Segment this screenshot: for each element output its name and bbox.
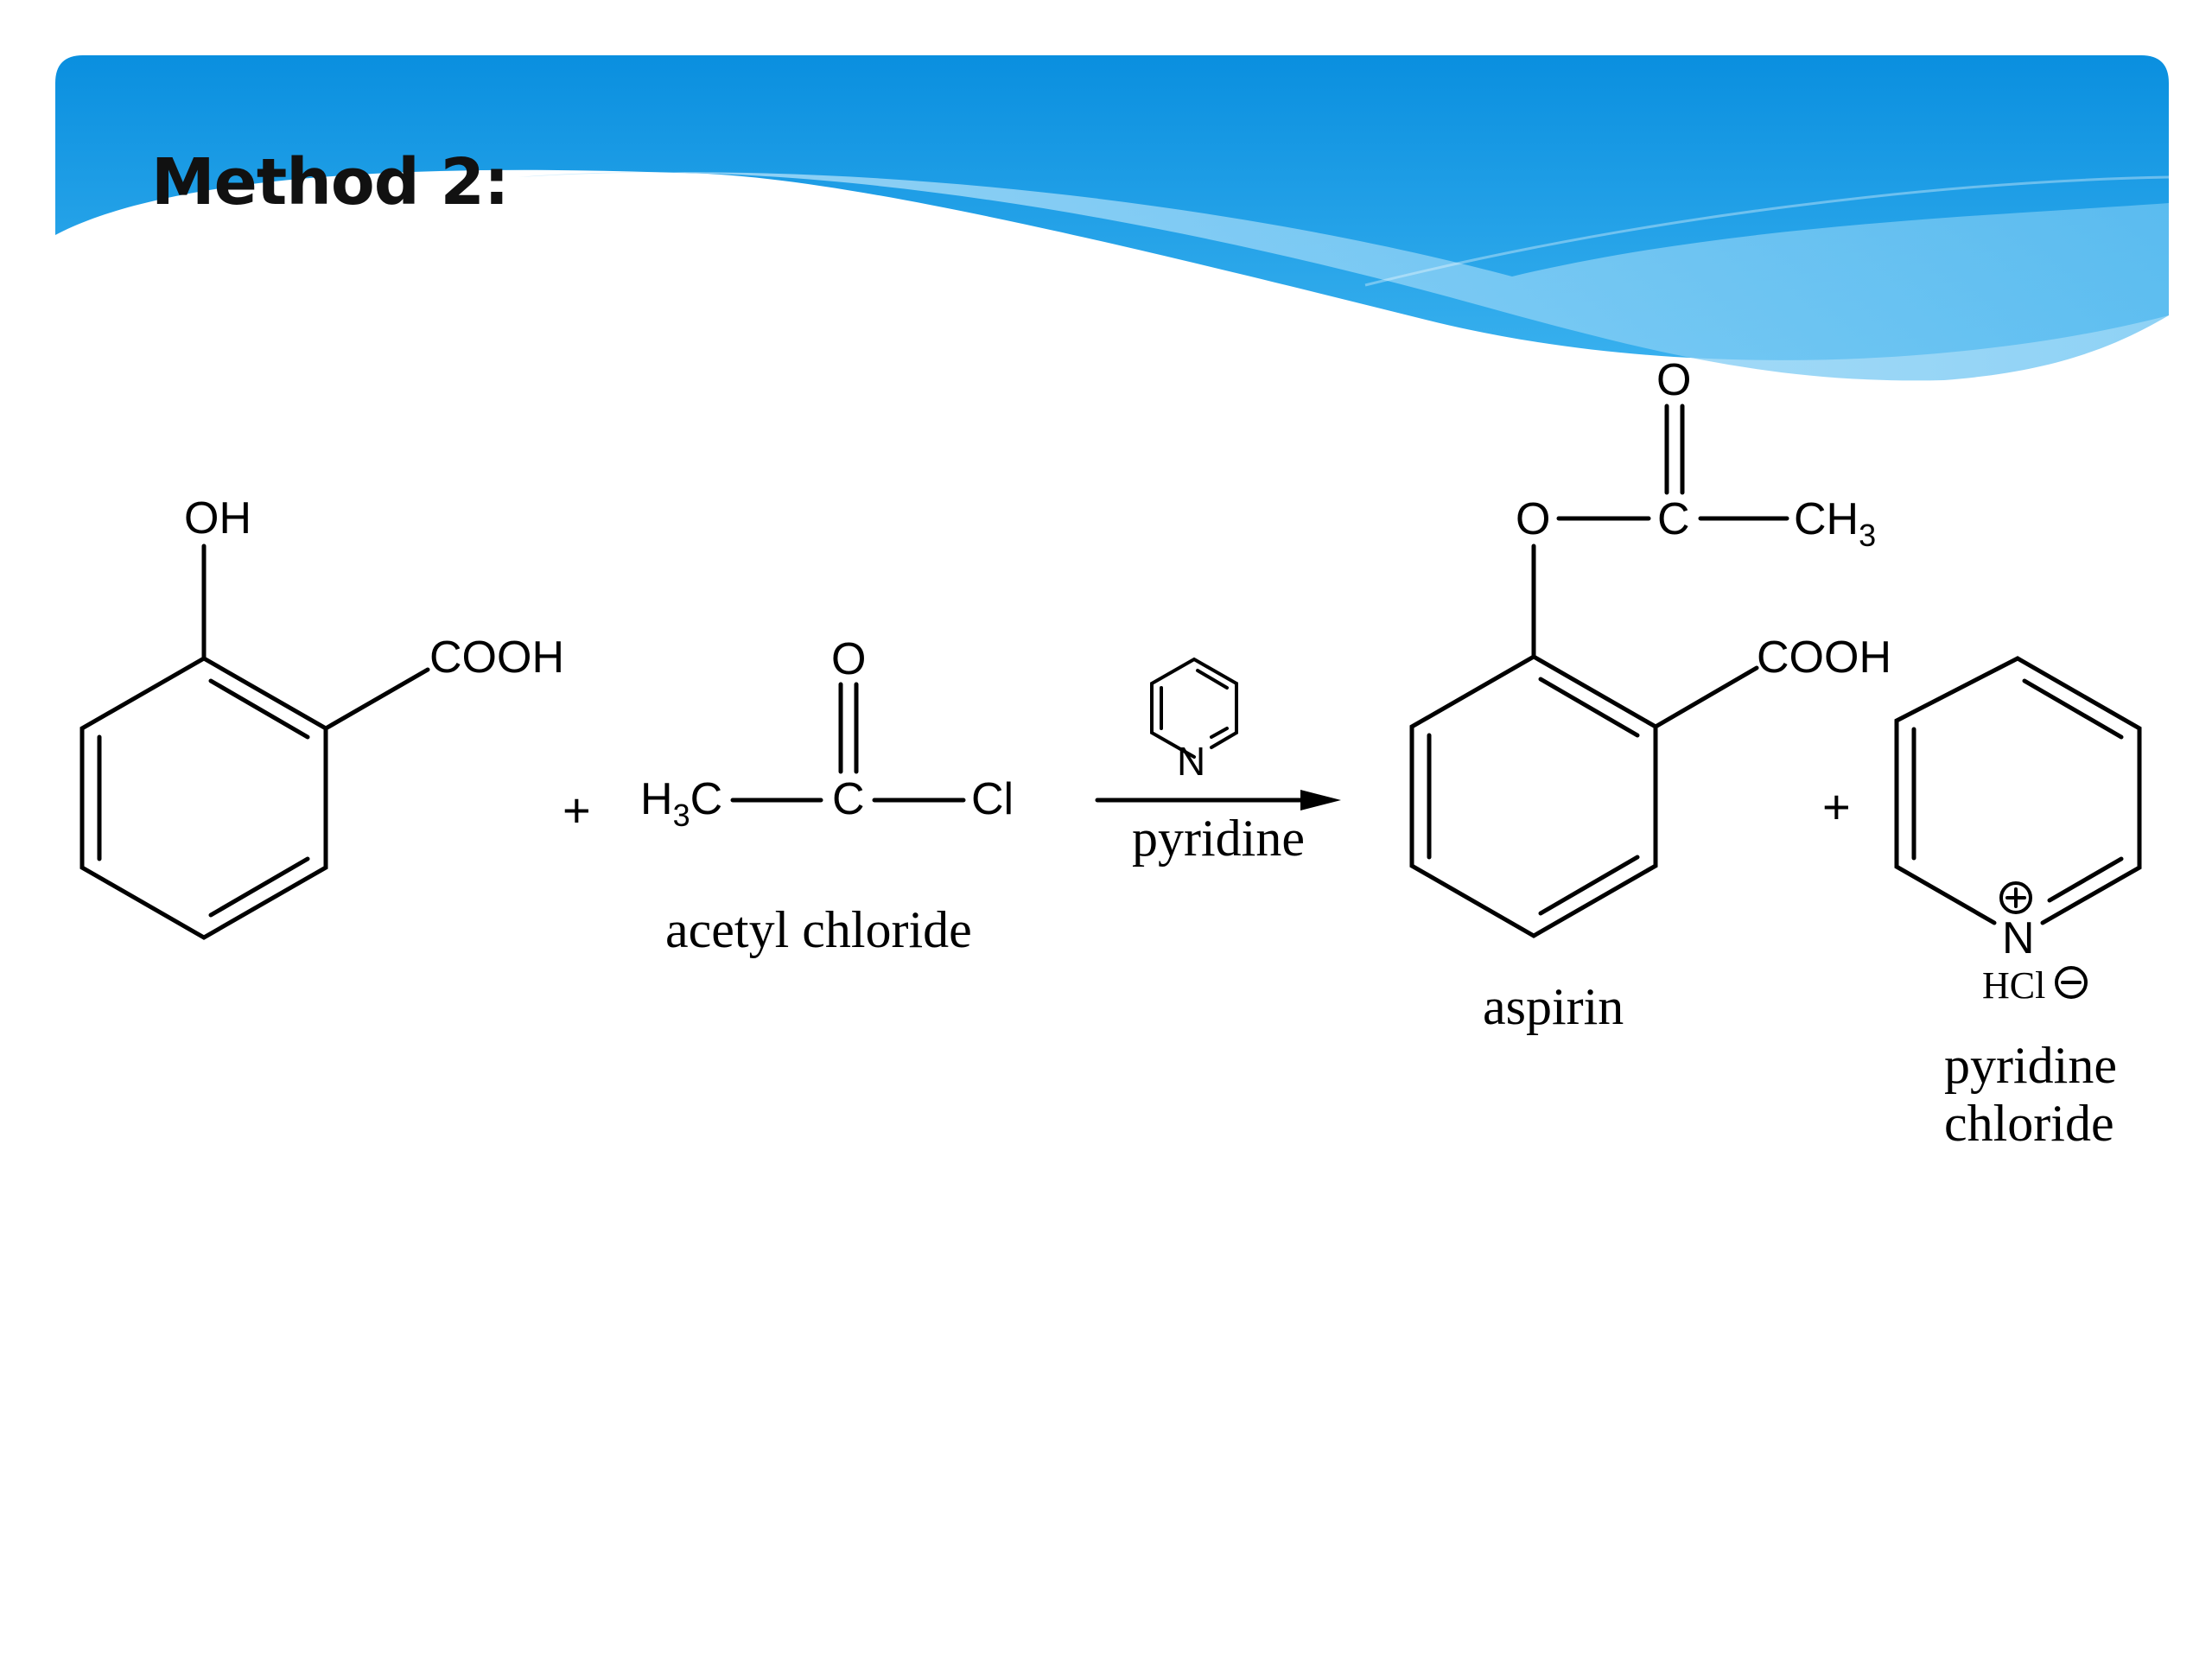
catalyst-n-label: N (1177, 739, 1205, 784)
ring-double-bond (2047, 856, 2124, 903)
ch3-label: CH3 (1794, 494, 1876, 553)
negative-charge-icon (2055, 966, 2088, 999)
ring-double-bond (2022, 678, 2124, 740)
cooh-label: COOH (429, 632, 564, 683)
aspirin-cooh-label: COOH (1757, 632, 1891, 683)
plus-sign: + (563, 783, 591, 837)
h3c-h: H (640, 774, 673, 824)
reaction-arrow (1095, 790, 1341, 810)
carbon-label: C (832, 774, 865, 824)
salicylic-acid-structure (79, 543, 430, 940)
ring-double-bond (1538, 677, 1640, 738)
hcl-label: HCl (1982, 964, 2045, 1007)
h3c-label: H3C (640, 774, 722, 833)
acetyl-chloride-structure (730, 682, 966, 803)
charges (1999, 881, 2088, 999)
h3c-subscript: 3 (673, 798, 690, 833)
acetyl-chloride-name: acetyl chloride (665, 901, 972, 958)
oh-label: OH (184, 493, 251, 543)
aspirin-structure (1409, 404, 1789, 938)
plus-sign: + (1822, 779, 1851, 834)
arrow-condition-label: pyridine (1132, 810, 1305, 867)
ring-double-bond (1538, 855, 1640, 916)
oxygen-label: O (831, 634, 866, 684)
carbonyl-c-label: C (1657, 494, 1690, 544)
ch3-subscript: 3 (1859, 518, 1876, 553)
ring-double-bond (208, 678, 310, 740)
benzene-ring-reactant (79, 656, 328, 940)
ester-o-label: O (1516, 494, 1550, 544)
carbonyl-o-label: O (1656, 355, 1691, 405)
pyridine-chloride-name-line1: pyridine (1944, 1037, 2117, 1094)
cooh-bond (323, 667, 430, 731)
ring-double-bond (208, 856, 310, 918)
positive-charge-icon (1999, 881, 2032, 914)
pyridine-chloride-name-line2: chloride (1944, 1095, 2114, 1152)
aspirin-name: aspirin (1483, 978, 1624, 1035)
h3c-c: C (690, 774, 723, 824)
benzene-ring-product (1409, 654, 1658, 938)
slide-title: Method 2: (151, 145, 510, 219)
cooh-bond (1653, 665, 1759, 729)
ch3-ch: CH (1794, 494, 1859, 544)
arrow-head (1300, 790, 1341, 810)
pyridinium-structure (1894, 656, 2142, 925)
pyridine-catalyst-structure (1150, 657, 1238, 759)
pyridinium-ring (1894, 656, 2142, 925)
chlorine-label: Cl (971, 774, 1014, 824)
pyridinium-n-label: N (2002, 913, 2035, 963)
